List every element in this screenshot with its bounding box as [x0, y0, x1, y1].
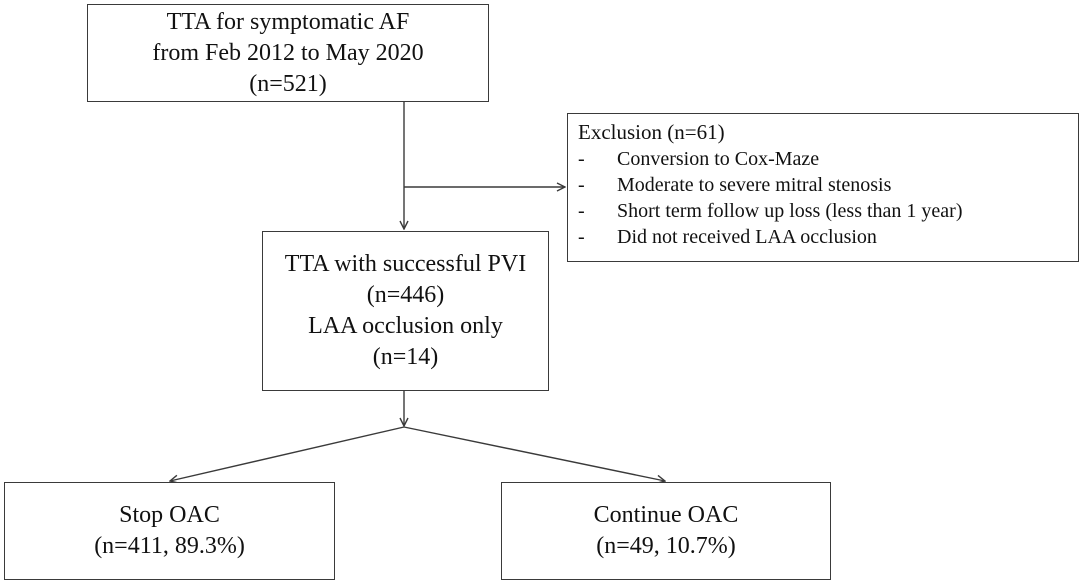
included-line-1: TTA with successful PVI	[284, 251, 527, 277]
continue-oac-line-2: (n=49, 10.7%)	[596, 533, 736, 559]
exclusion-bullet: -	[578, 226, 585, 248]
stop-oac-line-2: (n=411, 89.3%)	[94, 533, 245, 559]
included-line-3: LAA occlusion only	[308, 313, 503, 339]
stop-oac-box: Stop OAC (n=411, 89.3%)	[4, 482, 335, 580]
enrollment-line-2: from Feb 2012 to May 2020	[152, 39, 424, 66]
included-box: TTA with successful PVI (n=446) LAA occl…	[262, 231, 549, 391]
exclusion-item-text: Moderate to severe mitral stenosis	[617, 174, 892, 196]
exclusion-item-text: Did not received LAA occlusion	[617, 226, 877, 248]
connector-to-stop	[170, 426, 405, 481]
exclusion-box: Exclusion (n=61) - Conversion to Cox-Maz…	[567, 113, 1079, 262]
exclusion-item: - Did not received LAA occlusion	[578, 224, 1078, 250]
continue-oac-line-1: Continue OAC	[593, 502, 739, 528]
continue-oac-box: Continue OAC (n=49, 10.7%)	[501, 482, 831, 580]
enrollment-line-3: (n=521)	[249, 70, 327, 97]
exclusion-list: - Conversion to Cox-Maze - Moderate to s…	[578, 146, 1078, 250]
exclusion-item-text: Short term follow up loss (less than 1 y…	[617, 200, 963, 222]
connector-to-continue	[403, 426, 665, 481]
exclusion-title: Exclusion (n=61)	[578, 120, 725, 144]
enrollment-line-1: TTA for symptomatic AF	[166, 8, 410, 35]
exclusion-bullet: -	[578, 148, 585, 170]
exclusion-item: - Short term follow up loss (less than 1…	[578, 198, 1078, 224]
included-line-4: (n=14)	[372, 344, 439, 370]
exclusion-item: - Conversion to Cox-Maze	[578, 146, 1078, 172]
exclusion-bullet: -	[578, 174, 585, 196]
included-line-2: (n=446)	[366, 282, 445, 308]
exclusion-item-text: Conversion to Cox-Maze	[617, 148, 820, 170]
stop-oac-line-1: Stop OAC	[119, 502, 220, 528]
exclusion-bullet: -	[578, 200, 585, 222]
exclusion-item: - Moderate to severe mitral stenosis	[578, 172, 1078, 198]
enrollment-box: TTA for symptomatic AF from Feb 2012 to …	[87, 4, 489, 102]
